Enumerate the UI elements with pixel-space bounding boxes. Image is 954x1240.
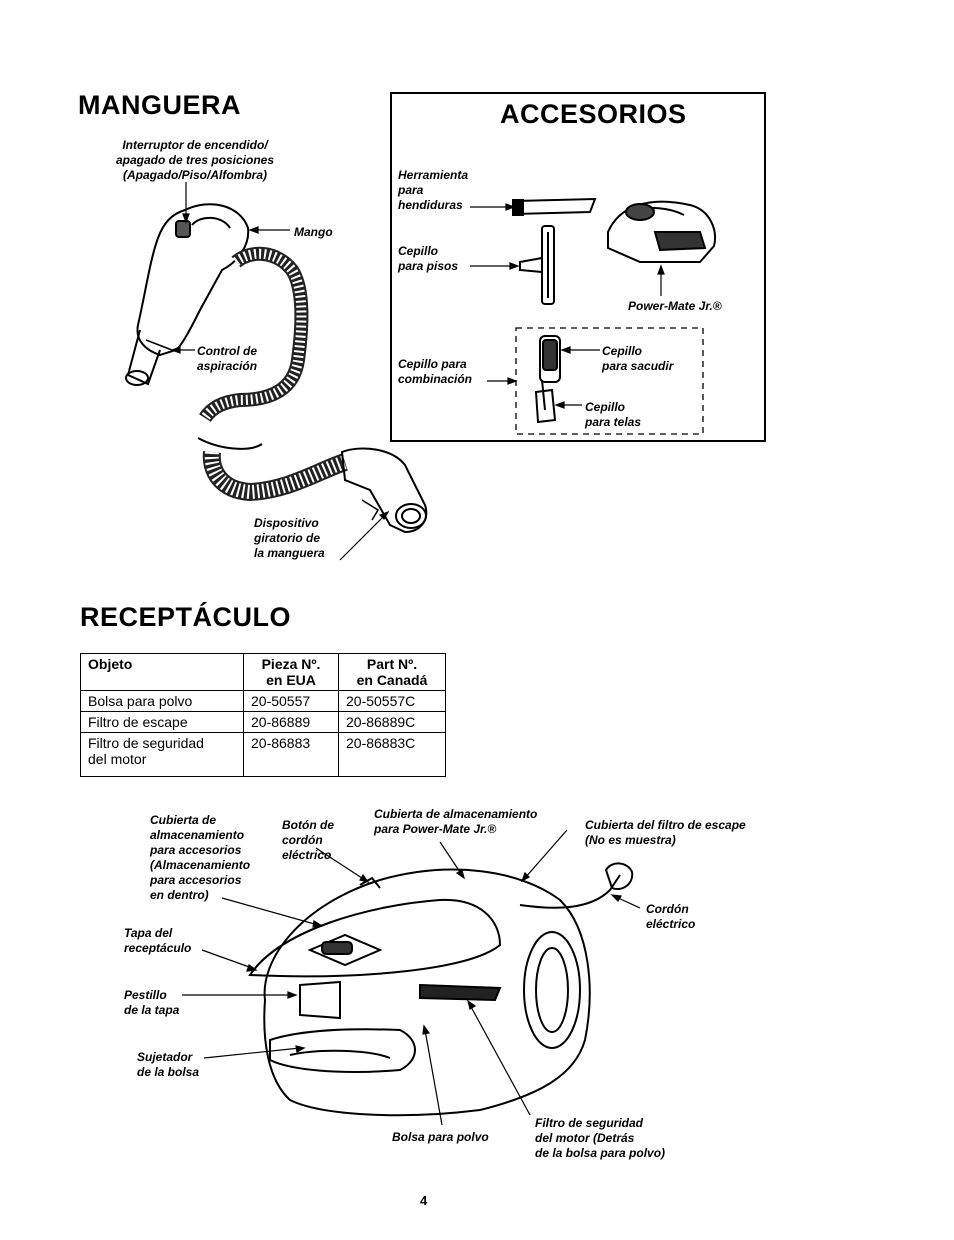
section-title-receptaculo: RECEPTÁCULO xyxy=(80,602,292,632)
label-powermate-storage: Cubierta de almacenamiento para Power-Ma… xyxy=(374,807,538,836)
canister-drawing xyxy=(248,862,634,1117)
label-suction-control: Control de aspiración xyxy=(197,344,258,373)
table-row: Bolsa para polvo 20-50557 20-50557C xyxy=(80,690,446,712)
label-handle: Mango xyxy=(294,225,333,239)
label-crevice-tool: Herramienta para hendiduras xyxy=(398,168,469,212)
column-header-objeto: Objeto xyxy=(80,653,244,691)
label-power-mate-jr: Power-Mate Jr.® xyxy=(628,299,722,313)
canister-leader-lines xyxy=(182,829,641,1126)
label-power-cord: Cordón eléctrico xyxy=(646,902,696,931)
label-dust-bag: Bolsa para polvo xyxy=(392,1130,489,1144)
parts-table: Objeto Pieza Nº. en EUA Part Nº. en Cana… xyxy=(80,653,446,777)
label-exhaust-filter-cover: Cubierta del filtro de escape (No es mue… xyxy=(585,818,746,847)
table-cell: 20-86883C xyxy=(338,732,446,777)
label-hose-swivel: Dispositivo giratorio de la manguera xyxy=(254,516,325,560)
table-cell: 20-86889C xyxy=(338,711,446,733)
table-cell: 20-86883 xyxy=(243,732,339,777)
label-floor-brush: Cepillo para pisos xyxy=(398,244,459,273)
table-cell: Filtro de escape xyxy=(80,711,244,733)
table-header-row: Objeto Pieza Nº. en EUA Part Nº. en Cana… xyxy=(80,653,446,691)
label-cord-button: Botón de cordón eléctrico xyxy=(282,818,334,862)
label-power-switch: Interruptor de encendido/ apagado de tre… xyxy=(115,138,275,182)
table-cell: Filtro de seguridad del motor xyxy=(80,732,244,777)
label-accessory-storage-cover: Cubierta de almacenamiento para accesori… xyxy=(150,813,251,902)
label-upholstery-brush: Cepillo para telas xyxy=(585,400,642,429)
accessory-drawings xyxy=(512,197,716,424)
table-cell: 20-50557 xyxy=(243,690,339,712)
section-title-accesorios: ACCESORIOS xyxy=(500,99,687,129)
table-cell: 20-50557C xyxy=(338,690,446,712)
column-header-part-canada: Part Nº. en Canadá xyxy=(338,653,446,691)
label-combination-brush: Cepillo para combinación xyxy=(398,357,473,386)
label-bag-holder: Sujetador de la bolsa xyxy=(137,1050,200,1079)
column-header-pieza-eua: Pieza Nº. en EUA xyxy=(243,653,339,691)
page-number: 4 xyxy=(420,1193,428,1208)
table-row: Filtro de escape 20-86889 20-86889C xyxy=(80,711,446,733)
accessories-frame xyxy=(390,92,766,442)
label-lid-latch: Pestillo de la tapa xyxy=(124,988,180,1017)
hose-leader-lines xyxy=(170,182,390,561)
label-receptacle-lid: Tapa del receptáculo xyxy=(124,926,192,955)
table-cell: 20-86889 xyxy=(243,711,339,733)
accessory-leader-lines xyxy=(470,203,665,409)
table-row: Filtro de seguridad del motor 20-86883 2… xyxy=(80,732,446,777)
label-dusting-brush: Cepillo para sacudir xyxy=(602,344,674,373)
table-cell: Bolsa para polvo xyxy=(80,690,244,712)
label-motor-safety-filter: Filtro de seguridad del motor (Detrás de… xyxy=(535,1116,666,1160)
section-title-manguera: MANGUERA xyxy=(78,90,241,120)
hose-handle-drawing xyxy=(125,203,428,534)
